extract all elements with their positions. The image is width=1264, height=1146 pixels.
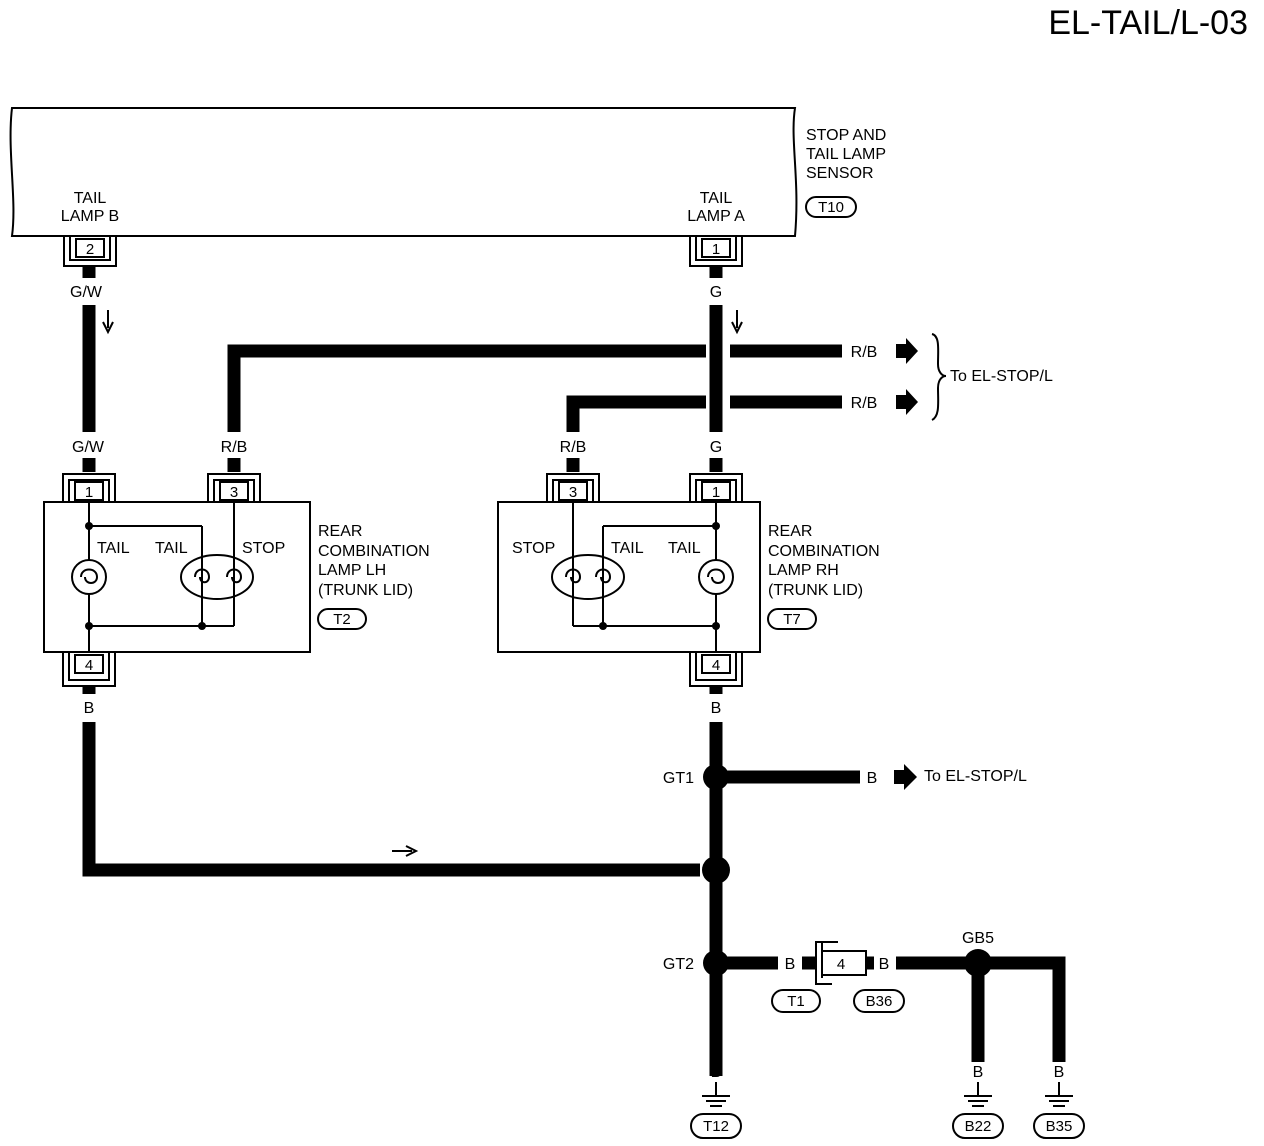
bracket [931, 333, 947, 421]
ground-b35-badge [1033, 1113, 1085, 1139]
svg-text:REAR: REAR [768, 523, 812, 540]
svg-text:4: 4 [85, 657, 93, 674]
inline-right-badge [853, 989, 905, 1013]
wire-b-rh-label: B [711, 700, 722, 717]
svg-text:4: 4 [837, 956, 845, 973]
arrow-to-stop-2 [896, 389, 918, 415]
sensor-term-b-line2: LAMP B [61, 208, 119, 225]
flow-arrow-g [731, 310, 743, 335]
wire-g-label-top: G [710, 284, 722, 301]
svg-text:REAR: REAR [318, 523, 362, 540]
svg-text:COMBINATION: COMBINATION [318, 543, 430, 560]
ground-symbol-t12 [702, 1082, 730, 1107]
wire-g-label-bottom: G [710, 439, 722, 456]
to-stop-label-2: To EL-STOP/L [924, 768, 1027, 785]
svg-text:STOP: STOP [512, 540, 555, 557]
wire-gw-label-bottom: G/W [72, 439, 105, 456]
svg-text:TAIL: TAIL [611, 540, 644, 557]
svg-text:STOP: STOP [242, 540, 285, 557]
svg-text:3: 3 [569, 484, 577, 501]
lamp-lh-connector-badge [317, 608, 367, 630]
junction-gt1-label: GT1 [663, 770, 694, 787]
sensor-name: STOP AND TAIL LAMP SENSOR [806, 127, 886, 182]
ground-symbol-b22 [964, 1082, 992, 1107]
inline-left-badge [771, 989, 821, 1013]
svg-text:COMBINATION: COMBINATION [768, 543, 880, 560]
inline-connector: 4 [815, 941, 867, 985]
wire-rb-rh [566, 395, 706, 432]
to-stop-label-1: To EL-STOP/L [950, 368, 1053, 385]
wire-b-b35-label: B [1054, 1064, 1065, 1081]
svg-text:2: 2 [86, 241, 94, 258]
svg-text:(TRUNK LID): (TRUNK LID) [768, 582, 863, 599]
svg-text:SENSOR: SENSOR [806, 165, 874, 182]
sensor-terminal-1: 1 [689, 236, 743, 267]
sensor-term-b-line1: TAIL [74, 190, 107, 207]
arrow-to-stop-1 [896, 338, 918, 364]
svg-text:TAIL: TAIL [97, 540, 130, 557]
svg-text:1: 1 [85, 484, 93, 501]
ground-t12-badge [690, 1113, 742, 1139]
sensor-connector-id: T10 [818, 199, 844, 216]
svg-text:4: 4 [712, 657, 720, 674]
flow-arrow-gw [102, 310, 114, 335]
sensor-term-a-line2: LAMP A [687, 208, 745, 225]
ground-b22-badge [952, 1113, 1004, 1139]
wire-rb-rh-label-bottom: R/B [560, 439, 587, 456]
junction-gt2-label: GT2 [663, 956, 694, 973]
rear-lamp-lh: 1 3 4 TAIL TAIL STOP [43, 473, 311, 687]
svg-text:1: 1 [712, 241, 720, 258]
wire-b-gb5-label: B [879, 956, 890, 973]
wire-b-lh-label: B [84, 700, 95, 717]
arrow-to-stop-3 [894, 764, 917, 790]
sensor-connector-badge [805, 196, 857, 218]
sensor-terminal-2: 2 [63, 236, 117, 267]
svg-text:TAIL: TAIL [668, 540, 701, 557]
lamp-lh-connector-id: T2 [333, 611, 351, 628]
lamp-rh-connector-id: T7 [783, 611, 801, 628]
ground-t12-id: T12 [703, 1118, 729, 1135]
wire-b-to-stop-label: B [867, 770, 878, 787]
flow-arrow-b [392, 845, 419, 857]
rear-lamp-lh-name: REAR COMBINATION LAMP LH (TRUNK LID) [318, 523, 430, 599]
inline-right-conn: B36 [866, 993, 893, 1010]
ground-b22-id: B22 [965, 1118, 992, 1135]
sensor-box [9, 107, 798, 237]
wire-rb-lh-label: R/B [851, 344, 878, 361]
wire-b-b22-label: B [973, 1064, 984, 1081]
svg-text:LAMP LH: LAMP LH [318, 562, 386, 579]
ground-b35-id: B35 [1046, 1118, 1073, 1135]
ground-symbol-b35 [1045, 1082, 1073, 1107]
svg-text:(TRUNK LID): (TRUNK LID) [318, 582, 413, 599]
svg-text:LAMP RH: LAMP RH [768, 562, 839, 579]
svg-text:3: 3 [230, 484, 238, 501]
svg-text:STOP AND: STOP AND [806, 127, 886, 144]
svg-text:TAIL: TAIL [155, 540, 188, 557]
wire-rb-lh [227, 344, 706, 432]
inline-left-conn: T1 [787, 993, 805, 1010]
splice-dot [702, 856, 730, 884]
wire-rb-lh-label-bottom: R/B [221, 439, 248, 456]
svg-text:1: 1 [712, 484, 720, 501]
rear-lamp-rh: 3 1 4 STOP TAIL TAIL [497, 473, 761, 687]
wire-gw-label-top: G/W [70, 284, 103, 301]
page-code: EL-TAIL/L-03 [1048, 4, 1248, 42]
wire-b-lh [82, 722, 700, 877]
rear-lamp-rh-name: REAR COMBINATION LAMP RH (TRUNK LID) [768, 523, 880, 599]
wire-b-t12-label: B [711, 1064, 722, 1081]
junction-gb5-label: GB5 [962, 930, 994, 947]
wire-b-gt2-label: B [785, 956, 796, 973]
sensor-term-a-line1: TAIL [700, 190, 733, 207]
wire-b-b35 [978, 956, 1066, 1062]
wire-rb-rh-label: R/B [851, 395, 878, 412]
lamp-rh-connector-badge [767, 608, 817, 630]
svg-text:TAIL LAMP: TAIL LAMP [806, 146, 886, 163]
